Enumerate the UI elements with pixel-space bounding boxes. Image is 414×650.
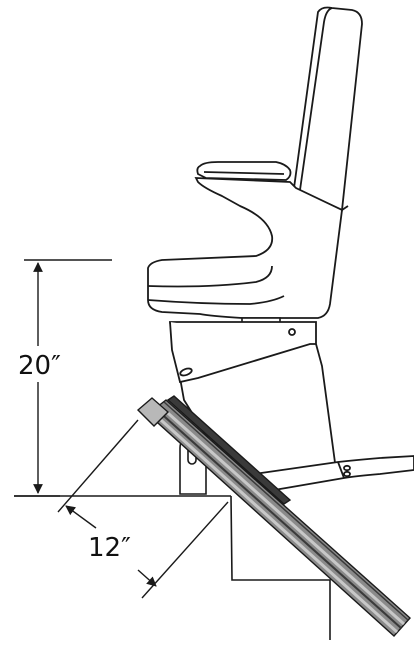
inclined-rail [136, 395, 411, 637]
link-pin-bottom [343, 470, 351, 478]
rail-end-cap [136, 397, 170, 427]
footrest-arm [252, 455, 414, 494]
link-pin-top [343, 464, 351, 472]
rail-stripe-4 [163, 401, 409, 621]
dimension-seat-height [14, 259, 112, 497]
rail-rack [166, 395, 292, 505]
dimension-rail-clearance [57, 419, 229, 599]
dimension-line-end [137, 569, 157, 587]
extension-line-lower [141, 501, 229, 599]
rail-clearance-label: 12″ [88, 533, 131, 563]
seat-back [293, 6, 363, 212]
slot-hole [179, 367, 193, 377]
seat-body [147, 177, 343, 319]
extension-line-upper [57, 419, 139, 513]
armrest [196, 161, 292, 181]
rail-stripe-2 [155, 408, 402, 629]
stair-profile [230, 495, 331, 640]
dimension-line-start [65, 505, 97, 529]
seat-height-label: 20″ [18, 351, 61, 381]
rail-stripe-1 [150, 410, 399, 634]
pivot-bolt [288, 328, 296, 336]
rail-stripe-3 [159, 404, 405, 626]
